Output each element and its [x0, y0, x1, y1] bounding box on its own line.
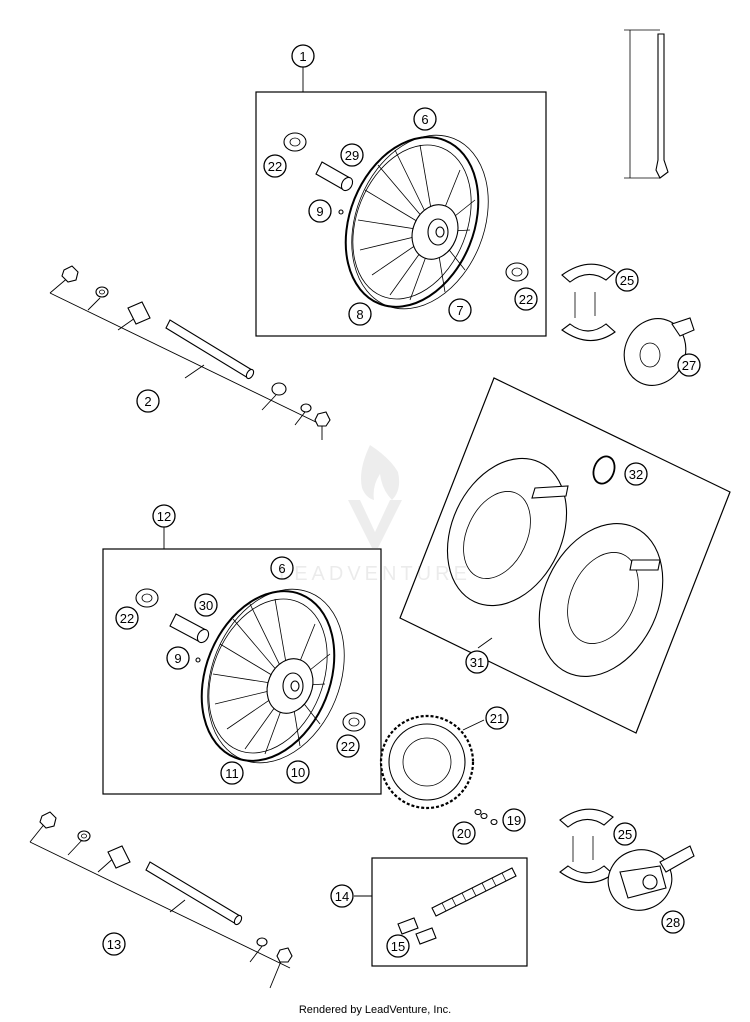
callout-9: 9 — [166, 646, 190, 670]
front-axle-kit — [49, 265, 331, 440]
callout-label: 30 — [199, 598, 213, 613]
callout-label: 9 — [316, 204, 323, 219]
callout-label: 22 — [341, 739, 355, 754]
callout-9: 9 — [308, 199, 332, 223]
spoke-detail — [624, 29, 669, 179]
rear-axle-kit — [29, 811, 293, 989]
front-wheel-drawing — [344, 134, 489, 310]
callout-25: 25 — [613, 822, 637, 846]
chain-master-link — [397, 917, 437, 945]
rear-wheel-frame — [102, 548, 382, 795]
drive-chain — [431, 867, 517, 917]
callout-label: 11 — [225, 766, 239, 781]
callout-11: 11 — [220, 761, 244, 785]
callout-label: 8 — [356, 307, 363, 322]
callout-2: 2 — [136, 389, 160, 413]
callout-22: 22 — [115, 606, 139, 630]
callout-label: 9 — [174, 651, 181, 666]
callout-label: 25 — [618, 827, 632, 842]
callout-label: 15 — [391, 939, 405, 954]
callout-label: 22 — [268, 159, 282, 174]
callout-1: 1 — [291, 44, 315, 68]
rear-brake-shoes — [559, 808, 614, 884]
callout-label: 7 — [456, 303, 463, 318]
callout-label: 20 — [457, 826, 471, 841]
front-spacer — [315, 161, 354, 192]
footer-credit: Rendered by LeadVenture, Inc. — [298, 1004, 452, 1016]
front-bearing-right — [505, 262, 529, 282]
callout-label: 22 — [120, 611, 134, 626]
callout-label: 6 — [421, 112, 428, 127]
callout-22: 22 — [514, 287, 538, 311]
rear-wheel-drawing — [200, 588, 345, 764]
sprocket-bolts — [474, 808, 498, 826]
callout-13: 13 — [102, 932, 126, 956]
rear-brake-plate — [607, 845, 695, 911]
callout-label: 13 — [107, 937, 121, 952]
callout-label: 29 — [345, 148, 359, 163]
callout-14: 14 — [330, 884, 354, 908]
callout-label: 2 — [144, 394, 151, 409]
callout-20: 20 — [452, 821, 476, 845]
callout-label: 32 — [629, 467, 643, 482]
rear-bearing-left — [135, 588, 159, 608]
front-brake-plate — [623, 317, 695, 386]
callout-label: 12 — [157, 509, 171, 524]
callout-label: 27 — [682, 358, 696, 373]
callout-28: 28 — [661, 910, 685, 934]
callout-label: 1 — [299, 49, 306, 64]
callout-27: 27 — [677, 353, 701, 377]
callout-label: 25 — [620, 273, 634, 288]
rear-sprocket — [379, 714, 475, 810]
callout-label: 19 — [507, 813, 521, 828]
callout-25: 25 — [615, 268, 639, 292]
callout-12: 12 — [152, 504, 176, 528]
callout-6: 6 — [413, 107, 437, 131]
circlip — [592, 455, 616, 485]
callout-label: 14 — [335, 889, 349, 904]
callout-label: 31 — [470, 655, 484, 670]
callout-32: 32 — [624, 462, 648, 486]
callout-19: 19 — [502, 808, 526, 832]
gasket-left — [446, 457, 569, 607]
rear-bearing-right — [342, 712, 366, 732]
callout-8: 8 — [348, 302, 372, 326]
callout-22: 22 — [263, 154, 287, 178]
front-brake-shoes — [561, 263, 616, 342]
callout-29: 29 — [340, 143, 364, 167]
callout-label: 28 — [666, 915, 680, 930]
callout-10: 10 — [286, 760, 310, 784]
callout-label: 22 — [519, 292, 533, 307]
callout-label: 10 — [291, 765, 305, 780]
gasket-right — [538, 523, 664, 677]
callout-label: 6 — [278, 561, 285, 576]
callout-22: 22 — [336, 734, 360, 758]
callout-6: 6 — [270, 556, 294, 580]
callout-label: 21 — [490, 711, 504, 726]
callout-30: 30 — [194, 593, 218, 617]
callout-21: 21 — [485, 706, 509, 730]
callout-7: 7 — [448, 298, 472, 322]
front-wheel-frame — [255, 91, 547, 337]
callout-31: 31 — [465, 650, 489, 674]
rear-spacer — [169, 613, 210, 644]
chain-frame — [371, 857, 528, 967]
gasket-frame — [399, 377, 731, 734]
callout-15: 15 — [386, 934, 410, 958]
front-bearing-left — [283, 132, 307, 152]
